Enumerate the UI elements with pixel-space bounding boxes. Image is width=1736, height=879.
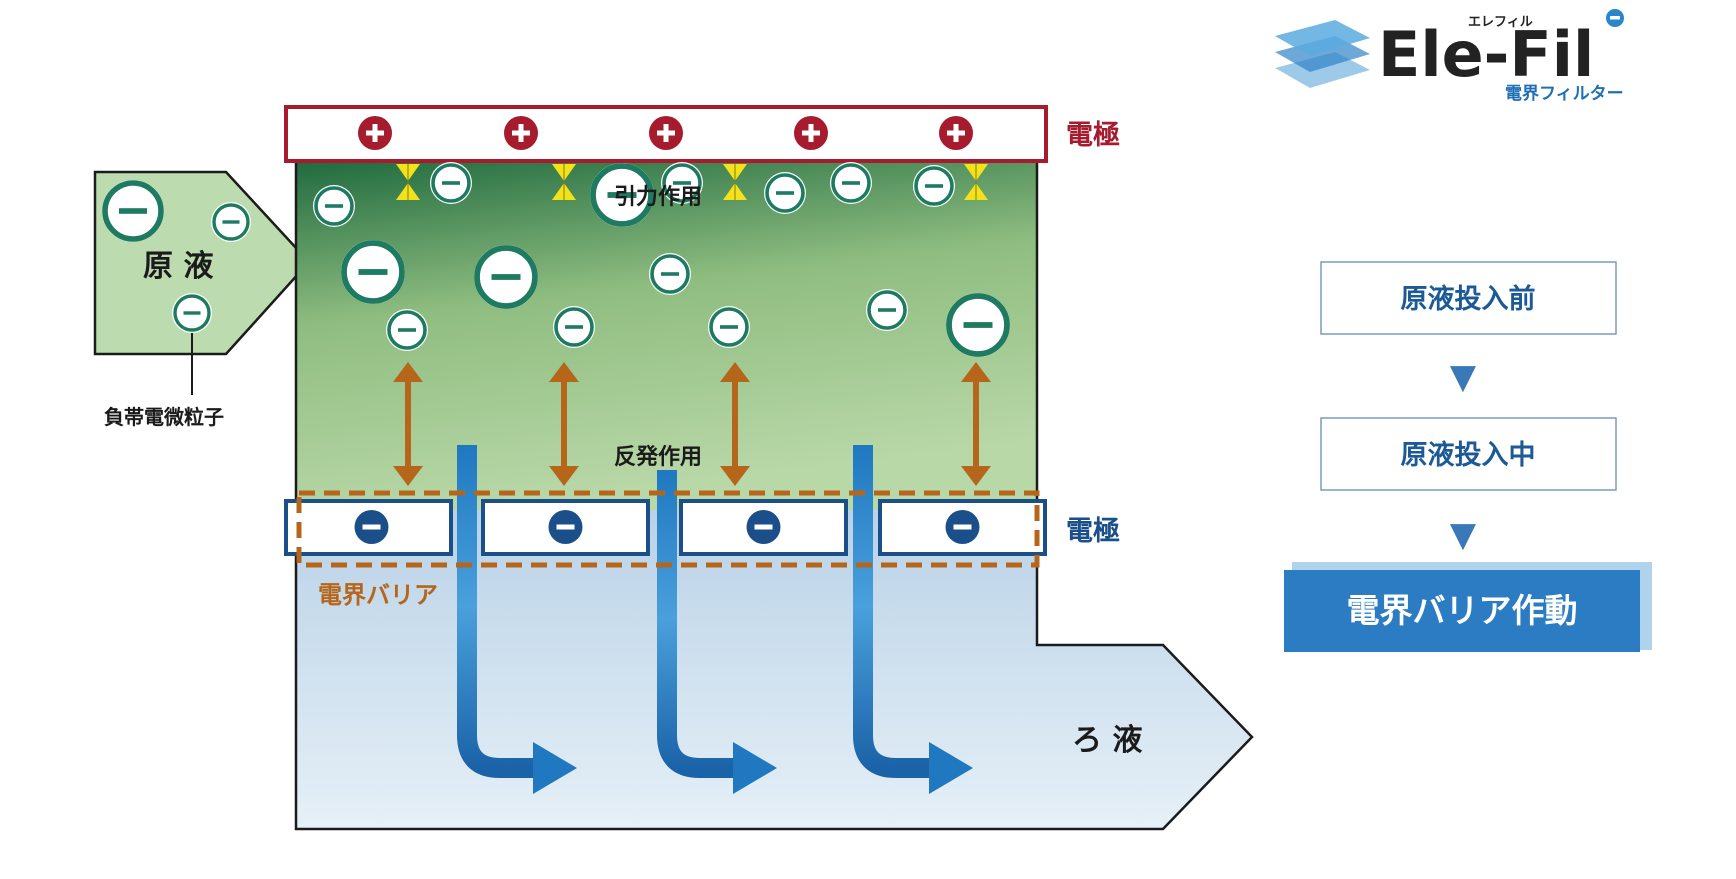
logo-wordmark: Ele-Fil	[1378, 18, 1594, 91]
logo-kana: エレフィル	[1468, 15, 1533, 30]
negative-electrode-segment	[284, 499, 453, 556]
negative-particle-icon	[946, 293, 1010, 357]
barrier-label: 電界バリア	[318, 581, 438, 609]
repulsion-arrows	[393, 362, 991, 486]
negative-particle-icon	[866, 289, 908, 331]
negative-electrode-segment	[878, 499, 1047, 556]
repulsion-label: 反発作用	[614, 445, 702, 470]
plus-charge-icon	[358, 116, 392, 150]
bottom-electrode	[284, 499, 1047, 556]
plus-charge-icon	[649, 116, 683, 150]
negative-particle-icon	[172, 293, 212, 333]
repulsion-arrow-icon	[549, 362, 579, 486]
negative-particle-icon	[553, 306, 595, 348]
negative-particles	[102, 162, 1010, 357]
bottom-electrode-label: 電極	[1066, 516, 1120, 547]
negative-particle-icon	[830, 162, 872, 204]
minus-charge-icon	[354, 510, 389, 544]
filtrate-flow-arrows	[457, 445, 973, 794]
attraction-markers	[396, 164, 988, 200]
negative-particle-icon	[386, 309, 428, 351]
minus-charge-icon	[548, 510, 583, 544]
feed-label: 原 液	[143, 249, 213, 284]
repulsion-arrow-icon	[961, 362, 991, 486]
flow-arrow-icon	[457, 445, 577, 794]
step-arrow-icon-1: ▼	[1450, 357, 1477, 397]
logo-subtitle: 電界フィルター	[1505, 84, 1624, 104]
attraction-marker-icon	[964, 164, 988, 200]
repulsion-arrow-icon	[393, 362, 423, 486]
field-barrier-outline	[296, 490, 1040, 568]
negative-particle-icon	[649, 253, 691, 295]
attraction-marker-icon	[396, 164, 420, 200]
attraction-marker-icon	[723, 164, 747, 200]
steps-panel: 原液投入前 ▼ 原液投入中 ▼ 電界バリア作動	[1284, 261, 1652, 652]
step-label-1: 原液投入前	[1401, 283, 1536, 315]
negative-particle-icon	[211, 202, 251, 242]
step-arrow-icon-2: ▼	[1450, 515, 1477, 555]
negative-electrode-segment	[481, 499, 650, 556]
negative-particle-icon	[313, 185, 355, 227]
negative-particle-icon	[661, 162, 703, 204]
negative-particle-icon	[913, 165, 955, 207]
repulsion-arrow-icon	[720, 362, 750, 486]
layers-icon	[1275, 20, 1370, 88]
flow-arrow-icon	[853, 445, 973, 794]
plus-charge-icon	[939, 116, 973, 150]
tank-outline	[294, 160, 1254, 831]
minus-charge-icon	[746, 510, 781, 544]
minus-charge-icon	[945, 510, 980, 544]
step-box-3-active	[1284, 570, 1640, 652]
negative-particle-icon	[590, 163, 654, 227]
attraction-marker-icon	[552, 164, 576, 200]
filtrate-label: ろ 液	[1072, 723, 1142, 758]
negative-particle-icon	[102, 180, 164, 242]
negative-particle-icon	[764, 172, 806, 214]
flow-arrow-icon	[657, 470, 777, 794]
plus-charge-icon	[504, 116, 538, 150]
negative-particle-icon	[430, 162, 472, 204]
particle-label: 負帯電微粒子	[104, 405, 224, 429]
negative-particle-icon	[708, 306, 750, 348]
negative-particle-icon	[474, 245, 538, 309]
step-label-2: 原液投入中	[1401, 440, 1536, 471]
step-box-1	[1320, 261, 1617, 335]
negative-particle-icon	[341, 240, 405, 304]
step-box-2	[1320, 417, 1617, 491]
positive-charges	[358, 116, 973, 150]
top-electrode-label: 電極	[1066, 120, 1120, 151]
negative-electrode-segment	[679, 499, 848, 556]
logo: Ele-Fil エレフィル 電界フィルター	[1275, 9, 1624, 104]
plus-charge-icon	[794, 116, 828, 150]
step-label-3: 電界バリア作動	[1347, 591, 1578, 630]
attraction-label: 引力作用	[614, 185, 702, 210]
tank-filtrate-section	[296, 510, 1252, 829]
